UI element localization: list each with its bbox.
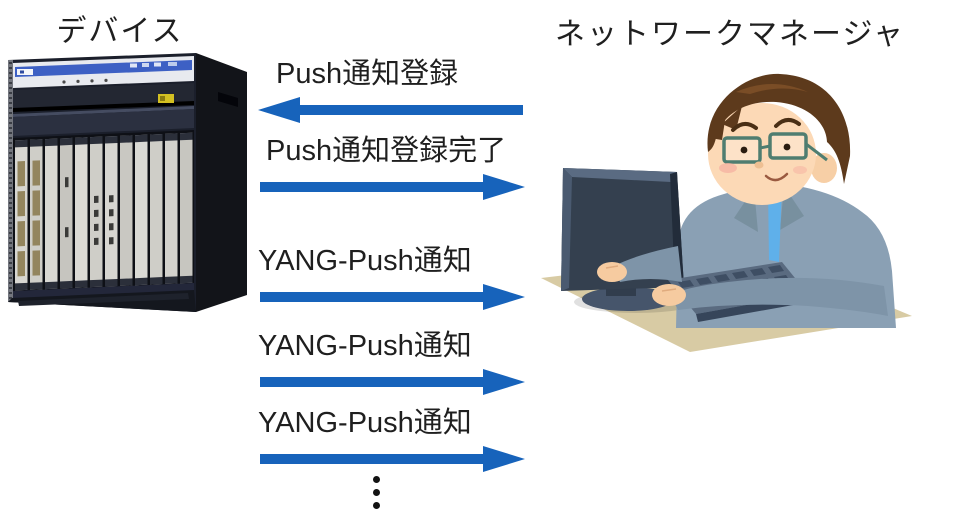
arrow-right-icon — [258, 446, 525, 472]
arrow-shaft — [260, 292, 491, 302]
arrow-shaft — [260, 182, 491, 192]
ellipsis-dot — [372, 476, 380, 483]
message-yang-push-3: YANG-Push通知 — [258, 404, 525, 472]
device-title: デバイス — [56, 15, 184, 48]
arrow-head — [258, 97, 300, 123]
ellipsis-dot — [372, 489, 380, 496]
arrow-left-icon — [258, 97, 525, 123]
arrow-shaft — [292, 105, 523, 115]
arrow-shaft — [260, 454, 491, 464]
network-manager-title: ネットワークマネージャ — [555, 18, 905, 51]
arrow-shaft — [260, 377, 491, 387]
network-manager-image — [541, 73, 912, 352]
arrow-head — [483, 174, 525, 200]
message-label: Push通知登録完了 — [266, 135, 507, 167]
arrow-right-icon — [258, 174, 525, 200]
message-push-subscribe: Push通知登録 — [258, 55, 525, 123]
arrow-right-icon — [258, 369, 525, 395]
message-yang-push-1: YANG-Push通知 — [258, 242, 525, 310]
arrow-head — [483, 446, 525, 472]
message-yang-push-2: YANG-Push通知 — [258, 327, 525, 395]
message-label: YANG-Push通知 — [258, 407, 472, 439]
arrow-head — [483, 369, 525, 395]
arrow-right-icon — [258, 284, 525, 310]
continuation-ellipsis-icon — [371, 476, 381, 515]
ellipsis-dot — [372, 502, 380, 509]
message-column: Push通知登録 Push通知登録完了 YANG-Push通知 YANG-Pus… — [258, 0, 525, 527]
router-chassis-image — [8, 53, 247, 312]
message-label: YANG-Push通知 — [258, 245, 472, 277]
message-push-subscribe-complete: Push通知登録完了 — [258, 132, 525, 200]
message-label: Push通知登録 — [276, 58, 459, 90]
message-label: YANG-Push通知 — [258, 330, 472, 362]
arrow-head — [483, 284, 525, 310]
